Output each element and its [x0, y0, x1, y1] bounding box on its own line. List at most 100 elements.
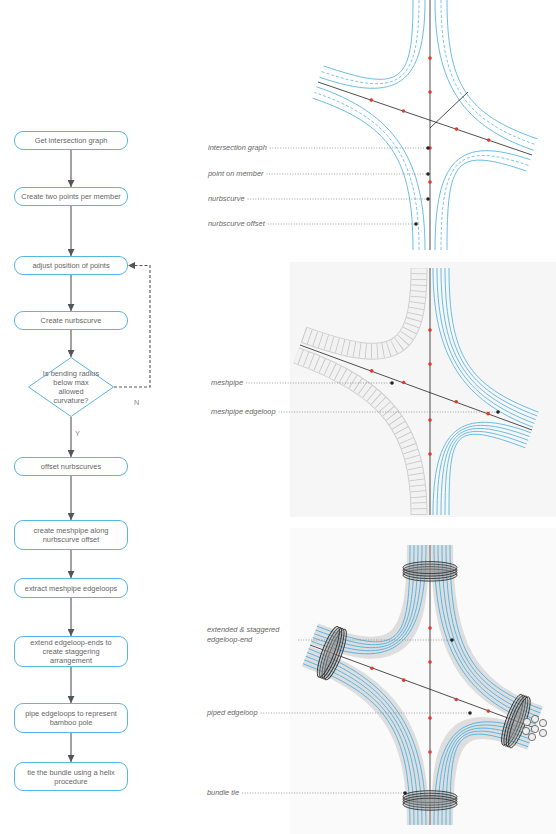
- point-on-member: [402, 678, 406, 682]
- node-text: extend edgeloop-ends to create staggerin…: [21, 638, 121, 665]
- meshpipe-edgeloop: [433, 422, 531, 515]
- leader-line: [242, 793, 405, 794]
- point-on-member: [428, 452, 432, 456]
- piped-edgeloop: [304, 660, 414, 825]
- process-box: extend edgeloop-ends to create staggerin…: [14, 636, 128, 667]
- leader-line: [248, 199, 428, 200]
- leader-dot: [426, 146, 430, 150]
- meshpipe: [296, 355, 419, 515]
- bundle-tie: [403, 562, 457, 574]
- pole-end: [528, 733, 535, 740]
- process-box: offset nurbscurves: [14, 457, 128, 476]
- leader-line: [270, 148, 428, 149]
- edge-label: N: [134, 398, 139, 407]
- leader-dot: [450, 638, 454, 642]
- leader-line: [266, 174, 428, 175]
- callout-label: bundle tie: [207, 788, 239, 798]
- process-box: create meshpipe along nurbscurve offset: [14, 520, 128, 550]
- meshpipe: [304, 268, 419, 351]
- leader-dot: [414, 222, 418, 226]
- leader-dot: [426, 197, 430, 201]
- point-on-member: [428, 90, 432, 94]
- pole-end: [539, 719, 546, 726]
- leader-line: [261, 713, 470, 714]
- leader-line: [268, 224, 416, 225]
- edge-label: Y: [75, 429, 80, 438]
- node-text: pipe edgeloops to represent bamboo pole: [21, 709, 121, 727]
- node-text: tie the bundle using a helix procedure: [21, 768, 121, 786]
- point-on-member: [486, 709, 490, 713]
- meshpipe: [304, 268, 419, 351]
- piped-edgeloop: [316, 545, 414, 645]
- point-on-member: [428, 328, 432, 332]
- piped-edgeloop: [317, 545, 410, 642]
- point-on-member: [402, 381, 406, 385]
- point-on-member: [428, 56, 432, 60]
- meshpipe-edgeloop: [445, 431, 527, 515]
- point-on-member: [370, 369, 374, 373]
- pole-end: [523, 718, 530, 725]
- member-line: [430, 0, 431, 250]
- point-on-member: [454, 400, 458, 404]
- piped-edgeloop: [303, 664, 410, 825]
- pole-end: [531, 715, 538, 722]
- leader-dot: [403, 791, 407, 795]
- flow-arrow: [70, 206, 71, 256]
- meshpipe-panel: [296, 268, 538, 515]
- meshpipe-edgeloop: [449, 434, 525, 515]
- nurbscurve: [320, 0, 425, 88]
- nurbscurve: [323, 0, 413, 79]
- nurbscurve: [447, 0, 538, 139]
- panel-background: [290, 262, 556, 517]
- bundle-tie: [313, 624, 343, 679]
- point-on-member: [428, 660, 432, 664]
- callout-label: point on member: [208, 169, 263, 179]
- piped-edgeloop: [446, 545, 540, 713]
- callout-label: piped edgeloop: [207, 708, 258, 718]
- callout-label: nurbscurve offset: [208, 219, 265, 229]
- process-box: Create two points per member: [14, 187, 128, 206]
- flow-arrow: [70, 417, 71, 457]
- bamboo-pole: [306, 656, 418, 825]
- meshpipe-edgeloop: [445, 268, 537, 416]
- flow-arrow: [70, 330, 71, 357]
- meshpipe: [296, 355, 419, 515]
- flow-arrow: [70, 476, 71, 520]
- meshpipe-edgeloop: [441, 268, 536, 420]
- leader-dot: [496, 410, 500, 414]
- node-text: adjust position of points: [32, 261, 109, 270]
- process-box: adjust position of points: [14, 256, 128, 275]
- bundle-tie: [403, 798, 457, 810]
- point-on-member: [428, 626, 432, 630]
- node-text: create meshpipe along nurbscurve offset: [21, 526, 121, 544]
- piped-edgeloop: [306, 656, 418, 825]
- flow-arrow: [70, 667, 71, 703]
- member-line: [310, 645, 535, 728]
- node-text: Create nurbscurve: [41, 316, 102, 325]
- point-on-member: [486, 412, 490, 416]
- process-box: tie the bundle using a helix procedure: [14, 762, 128, 791]
- callout-label: meshpipe: [211, 378, 243, 388]
- flow-arrow: [70, 275, 71, 311]
- process-box: Create nurbscurve: [14, 311, 128, 330]
- flow-arrow: [70, 550, 71, 578]
- decision-diamond: Is bending radius below max allowed curv…: [28, 357, 114, 417]
- nurbscurve: [447, 160, 526, 250]
- process-box: extract meshpipe edgeloops: [14, 578, 128, 598]
- pole-end: [522, 727, 529, 734]
- piped-edgeloop: [442, 728, 531, 825]
- meshpipe-ring: [304, 268, 419, 351]
- point-on-member: [487, 138, 491, 142]
- member-line: [300, 345, 532, 430]
- point-on-member: [369, 98, 373, 102]
- callout-label: nurbscurve: [208, 194, 245, 204]
- member-line: [430, 92, 468, 128]
- point-on-member: [455, 698, 459, 702]
- point-on-member: [402, 109, 406, 113]
- point-on-member: [428, 180, 432, 184]
- pole-end: [531, 725, 538, 732]
- meshpipe-edgeloop: [449, 268, 539, 412]
- process-box: pipe edgeloops to represent bamboo pole: [14, 703, 128, 733]
- point-on-member: [428, 716, 432, 720]
